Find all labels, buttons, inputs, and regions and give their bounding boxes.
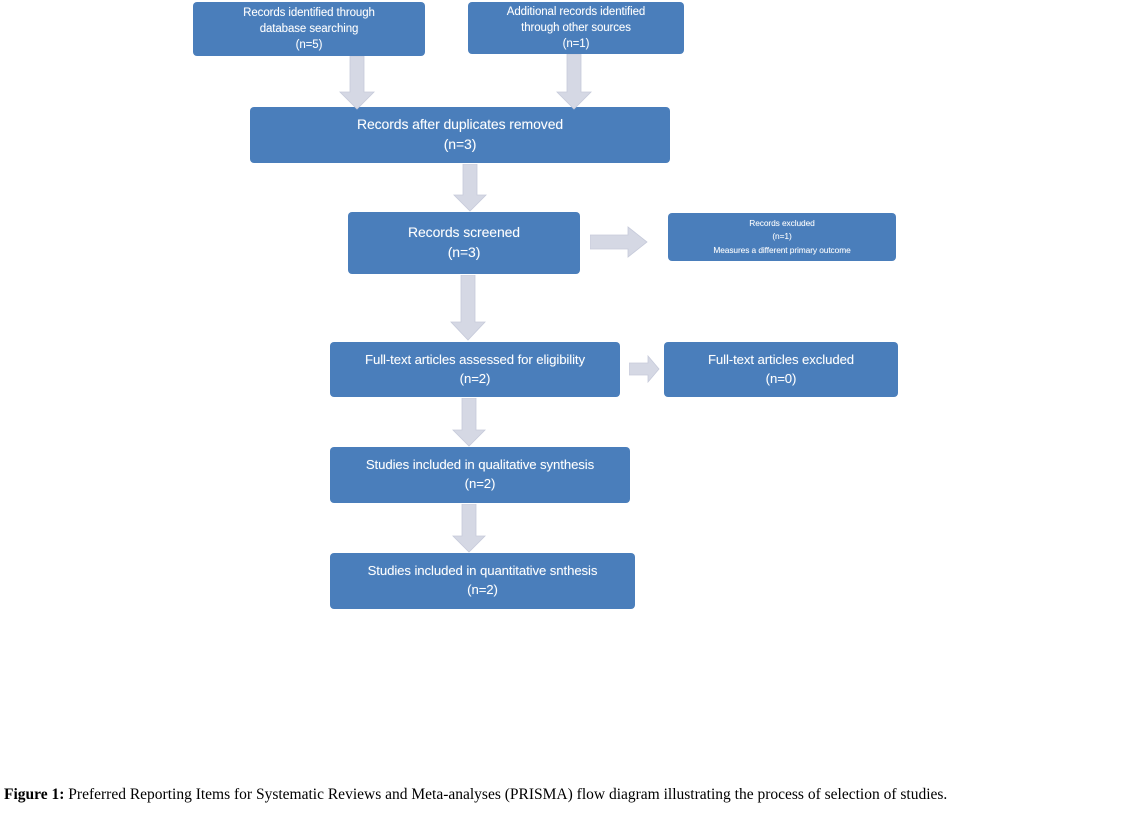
- box-additional-records-other-sources: Additional records identified through ot…: [468, 2, 684, 54]
- box-records-excluded: Records excluded (n=1) Measures a differ…: [668, 213, 896, 261]
- prisma-flow-diagram: Records identified through database sear…: [193, 2, 898, 609]
- arrow-down-icon: [452, 398, 486, 447]
- box-line: Additional records identified: [506, 5, 646, 18]
- box-count: (n=5): [295, 39, 323, 52]
- figure-caption-label: Figure 1:: [4, 786, 65, 803]
- box-count: (n=1): [772, 231, 792, 242]
- box-studies-included-quantitative-synthesis: Studies included in quantitative snthesi…: [330, 553, 635, 609]
- figure-caption-text: Preferred Reporting Items for Systematic…: [64, 786, 948, 803]
- box-count: (n=0): [765, 370, 797, 386]
- box-count: (n=3): [443, 136, 477, 152]
- box-line: Records identified through: [243, 6, 375, 19]
- box-studies-included-qualitative-synthesis: Studies included in qualitative synthesi…: [330, 447, 630, 503]
- box-line: database searching: [259, 22, 359, 35]
- box-count: (n=2): [459, 370, 491, 386]
- box-line: Records after duplicates removed: [356, 116, 564, 133]
- arrow-right-icon: [590, 226, 648, 258]
- box-count: (n=2): [464, 476, 496, 491]
- box-line: Full-text articles excluded: [707, 351, 855, 367]
- arrow-down-icon: [453, 164, 487, 212]
- box-count: (n=3): [447, 244, 481, 260]
- box-line: Measures a different primary outcome: [713, 244, 851, 255]
- arrow-down-icon: [452, 504, 486, 553]
- box-count: (n=1): [562, 38, 590, 51]
- arrow-right-icon: [629, 355, 660, 383]
- box-records-screened: Records screened (n=3): [348, 212, 580, 274]
- box-line: Studies included in qualitative synthesi…: [365, 457, 595, 473]
- arrow-down-icon: [339, 56, 375, 110]
- box-count: (n=2): [467, 582, 498, 597]
- arrow-down-icon: [450, 275, 486, 341]
- figure-caption: Figure 1: Preferred Reporting Items for …: [4, 782, 1117, 807]
- box-line: through other sources: [521, 21, 631, 34]
- box-line: Records excluded: [749, 218, 815, 229]
- box-line: Records screened: [407, 224, 520, 241]
- box-line: Full-text articles assessed for eligibil…: [365, 351, 585, 367]
- arrow-down-icon: [556, 54, 592, 110]
- box-fulltext-articles-excluded: Full-text articles excluded (n=0): [664, 342, 898, 397]
- box-records-identified-database-searching: Records identified through database sear…: [193, 2, 425, 56]
- box-records-after-duplicates-removed: Records after duplicates removed (n=3): [250, 107, 670, 163]
- box-fulltext-articles-assessed: Full-text articles assessed for eligibil…: [330, 342, 620, 397]
- box-line: Studies included in quantitative snthesi…: [367, 563, 598, 579]
